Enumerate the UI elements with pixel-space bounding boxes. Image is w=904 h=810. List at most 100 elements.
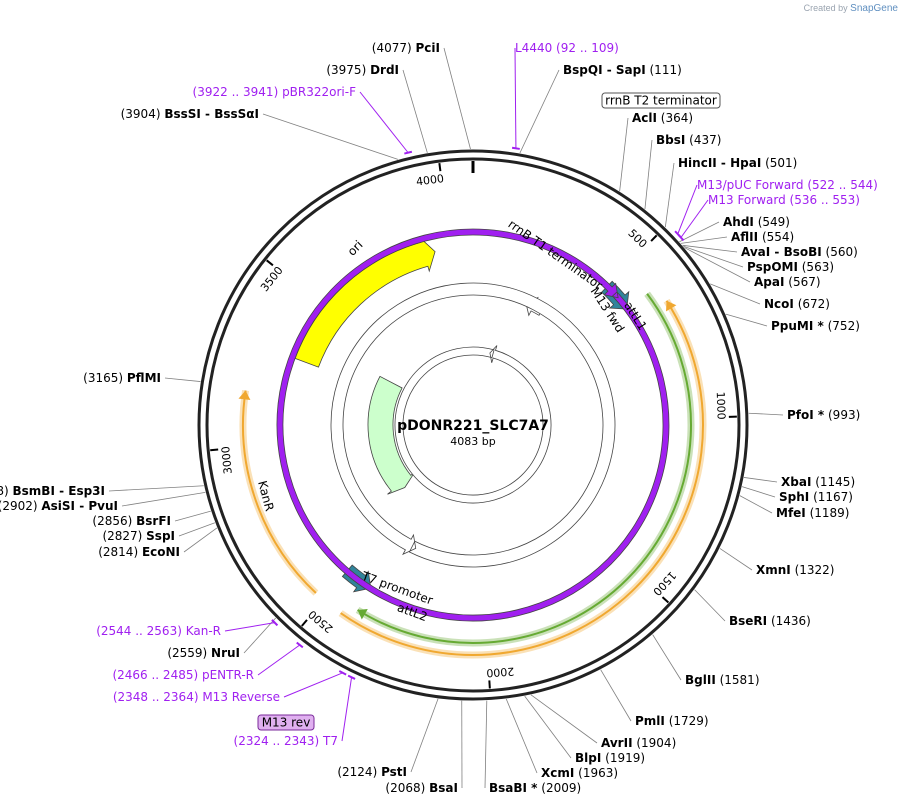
primer-binding-mark [404,150,413,155]
leader-line [710,283,761,305]
feature-label-ori: ori [345,238,366,259]
plasmid-backbone [197,149,749,701]
site-label-text: BglII (1581) [685,673,760,687]
site-enzyme-name: BsrFI [136,514,171,528]
primer-name: pBR322ori-F [282,85,356,99]
site-label-text: PfoI * (993) [787,408,860,422]
site-label-text: XcmI (1963) [541,766,618,780]
tick-label-2500: 2500 [306,607,336,635]
site-position: (111) [646,63,682,77]
site-enzyme-name: EcoNI [142,545,180,559]
site-label-nrui: (2559) NruI [167,646,240,660]
tick-label-2000: 2000 [486,665,515,680]
site-label-text: AclI (364) [632,111,693,125]
primer-leader-line [514,47,517,149]
site-enzyme-name: PstI [381,765,407,779]
site-enzyme-name: BssSI [164,107,201,121]
primer-name: M13 Reverse [202,690,280,704]
primer-label-text: L4440 (92 .. 109) [515,41,619,55]
site-label-avrii: AvrII (1904) [601,736,676,750]
primer-name: T7 [322,734,338,748]
site-label-text: AvrII (1904) [601,736,676,750]
site-label-text: BspQI - SapI (111) [563,63,682,77]
site-label-pspomi: PspOMI (563) [747,260,834,274]
site-label-mfei: MfeI (1189) [776,506,849,520]
site-enzyme-name: BseRI [729,614,767,628]
leader-line [743,477,778,483]
site-enzyme-name-2: - HpaI [717,156,762,170]
label-leader-lines [108,47,784,789]
feature-label-rrnb-t1: rrnB T1 terminator [506,217,606,293]
primer-label-text: M13 Forward (536 .. 553) [708,193,860,207]
site-label-ncoi: NcoI (672) [764,297,830,311]
tick-label-1000: 1000 [714,391,728,419]
site-label-text: XbaI (1145) [781,475,855,489]
primer-range: (536 .. 553) [790,193,860,207]
tick-mark-500 [650,234,658,242]
site-enzyme-name: SspI [146,529,175,543]
site-enzyme-name: AsiSI [41,499,75,513]
orf-arcs [238,291,707,659]
primer-name: L4440 [515,41,556,55]
site-position: (2902) [0,499,41,513]
leader-line [108,485,204,492]
leader-line [652,634,682,681]
primer-label-text: (2348 .. 2364) M13 Reverse [113,690,280,704]
feature-arrow-m13-fwd [276,228,670,622]
site-enzyme-name: AhdI [723,215,754,229]
site-label-drdi: (3975) DrdI [326,63,399,77]
site-enzyme-name: DrdI [370,63,399,77]
primer-range: (2544 .. 2563) [96,624,186,638]
site-label-bseri: BseRI (1436) [729,614,811,628]
site-label-text: (2124) PstI [337,765,407,779]
leader-line [725,313,768,327]
site-enzyme-name: MfeI [776,506,806,520]
site-label-text: NcoI (672) [764,297,830,311]
site-position: (1145) [811,475,855,489]
site-enzyme-name: AflII [731,230,758,244]
plasmid-length: 4083 bp [450,435,495,448]
feature-arrow-rrnb-t2-terminator [394,345,552,504]
boxed-label-text: rrnB T2 terminator [605,94,717,108]
leader-line [682,244,738,253]
feature-arrows [276,228,670,622]
site-enzyme-name: PmlI [635,714,665,728]
site-position: (1963) [574,766,618,780]
site-label-bbsi: BbsI (437) [656,133,721,147]
site-label-avai: AvaI - BsoBI (560) [741,245,858,259]
site-label-pcii: (4077) PciI [372,41,440,55]
leader-line [484,700,488,789]
site-position: (2827) [102,529,146,543]
tick-mark-3000 [210,448,219,452]
backbone-inner-ring [205,157,741,693]
site-enzyme-name: XmnI [756,563,791,577]
tick-mark-4000 [438,163,442,172]
site-label-text: BbsI (437) [656,133,721,147]
site-position: (554) [758,230,794,244]
primer-binding-mark [271,619,279,627]
site-label-text: BlpI (1919) [575,751,645,765]
site-enzyme-name: NruI [211,646,240,660]
site-enzyme-name-2: - BssSαI [201,107,259,121]
site-position: (2918) [0,484,13,498]
primer-name: M13/pUC Forward [697,178,807,192]
leader-line [679,221,720,243]
site-enzyme-name-2: - SapI [603,63,646,77]
site-label-text: XmnI (1322) [756,563,834,577]
boxed-label-text: M13 rev [262,716,311,730]
site-position: (1904) [633,736,677,750]
tick-label-1500: 1500 [650,569,678,598]
site-enzyme-name: NcoI [764,297,794,311]
credit-prefix: Created by [803,3,848,13]
site-label-bspqi: BspQI - SapI (111) [563,63,682,77]
site-label-xbai: XbaI (1145) [781,475,855,489]
site-label-bsabi-: BsaBI * (2009) [489,781,581,795]
site-position: (2814) [98,545,142,559]
orf-arc-3 [242,390,317,594]
site-position: (752) [824,319,860,333]
site-enzyme-name: AvrII [601,736,633,750]
primer-leader-line [257,644,301,676]
primer-label-t7: (2324 .. 2343) T7 [234,734,338,748]
leader-line [402,69,428,153]
